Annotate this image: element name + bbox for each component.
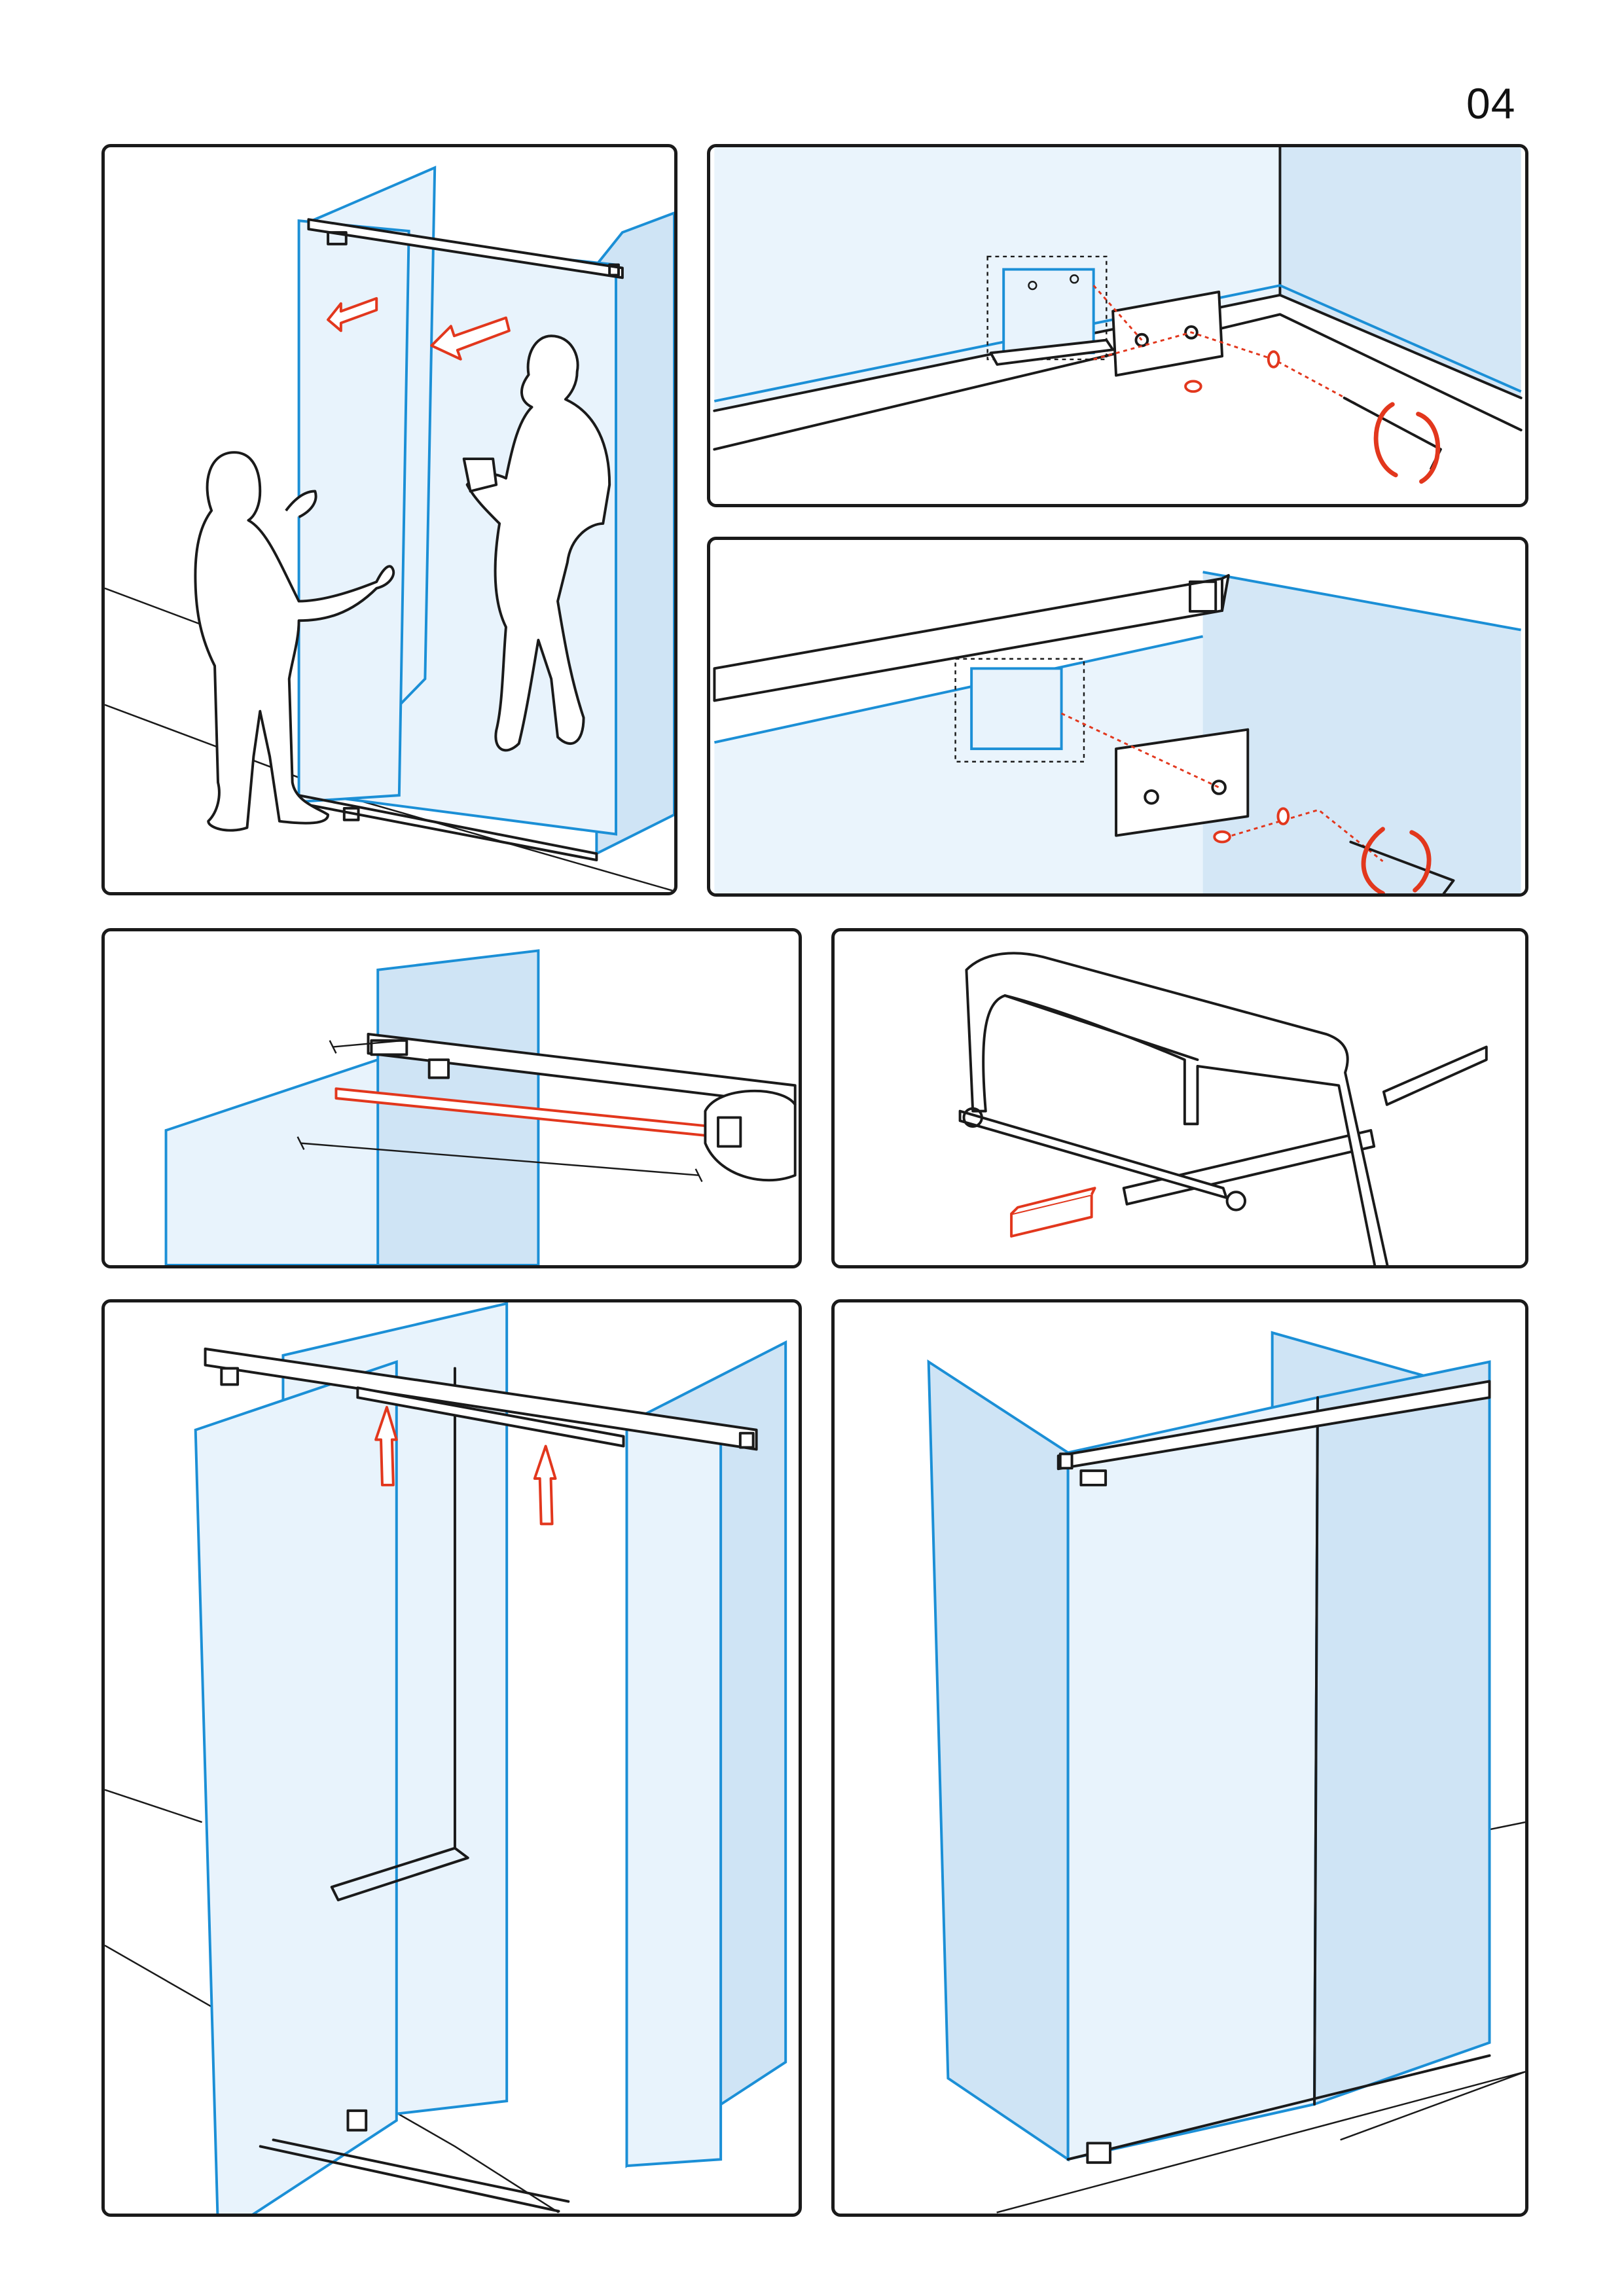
step-6-panel [101,1299,802,2217]
rail-end [1188,580,1218,613]
hex-key-icon [1343,397,1442,470]
shower-tray-edge [330,1367,469,1901]
rail-end-cap [738,1431,755,1449]
step-3-illustration [713,571,1521,893]
rail-clamp [427,1058,450,1079]
rail-piece [1382,1045,1488,1106]
rail-end-cap [608,263,620,277]
rotate-icon [1373,402,1441,484]
wall-bracket-plate [1002,268,1095,355]
clamp-outline [954,658,1085,762]
arrow-icon [430,316,511,361]
base-rail [1066,2054,1491,2161]
wall-right [1280,147,1521,398]
step-7-panel [831,1299,1528,2217]
step-6-illustration [105,1302,787,2214]
cut-piece [1010,1193,1093,1238]
page-number: 04 [1466,79,1516,128]
tape-measure-icon [704,1090,797,1182]
cover-plate [1111,290,1224,377]
screw-icon [1184,380,1202,393]
door-glass [194,1359,398,2214]
glass-edge-line [713,571,1521,744]
person-left-hand [285,490,317,518]
bottom-guide [342,806,360,821]
door-glass [1066,1395,1319,2161]
cover-plate [1115,728,1250,837]
bracket-base [989,338,1115,366]
left-glass-panel [927,1359,1070,2162]
top-rail [204,1347,758,1451]
arrow-icon [374,1406,398,1486]
step-4-panel [101,928,802,1268]
wall-left [714,147,1280,411]
wall-left [714,636,1203,893]
arrow-icon [327,296,378,332]
step-2-panel [707,144,1528,507]
bottom-hinge [1086,2142,1111,2164]
step-1-illustration [105,166,674,892]
screw-icon [1267,350,1280,368]
top-rail [307,218,624,279]
step-1-panel [101,144,677,895]
glass-joint [1313,1396,1319,2106]
bottom-hinge [346,2109,368,2132]
step-5-illustration [958,952,1488,1265]
rail-clamp [1058,1452,1074,1470]
screw-icon [1276,807,1290,825]
rail-clamp [327,231,348,245]
person-left [194,451,395,832]
rail-clamp [370,1039,408,1056]
screw-path [1060,712,1384,863]
rail-clamp [1079,1469,1108,1486]
step-3-panel [707,537,1528,897]
base-rail [259,2138,570,2213]
glass-edge-line [713,284,1522,403]
arrow-icon [533,1444,557,1526]
step-5-panel [831,928,1528,1268]
dimension-line [300,1039,699,1176]
skirting [713,293,1523,451]
suction-cup [462,457,498,493]
step-2-illustration [713,147,1523,484]
step-4-illustration [164,949,797,1265]
hacksaw-icon [965,952,1389,1265]
top-rail [1056,1380,1491,1471]
lifted-rail [356,1386,625,1448]
hex-key-icon [1349,840,1455,893]
side-glass-inner [625,1422,723,2168]
rail-being-cut [1122,1129,1376,1206]
screw-icon [1213,830,1231,844]
rail-clamp [220,1367,240,1386]
front-fixed-glass [1313,1360,1491,2106]
tape-measure-button [717,1116,742,1148]
rotate-icon [1361,827,1432,893]
step-7-illustration [927,1331,1525,2214]
rail-bracket-plate [970,667,1063,751]
